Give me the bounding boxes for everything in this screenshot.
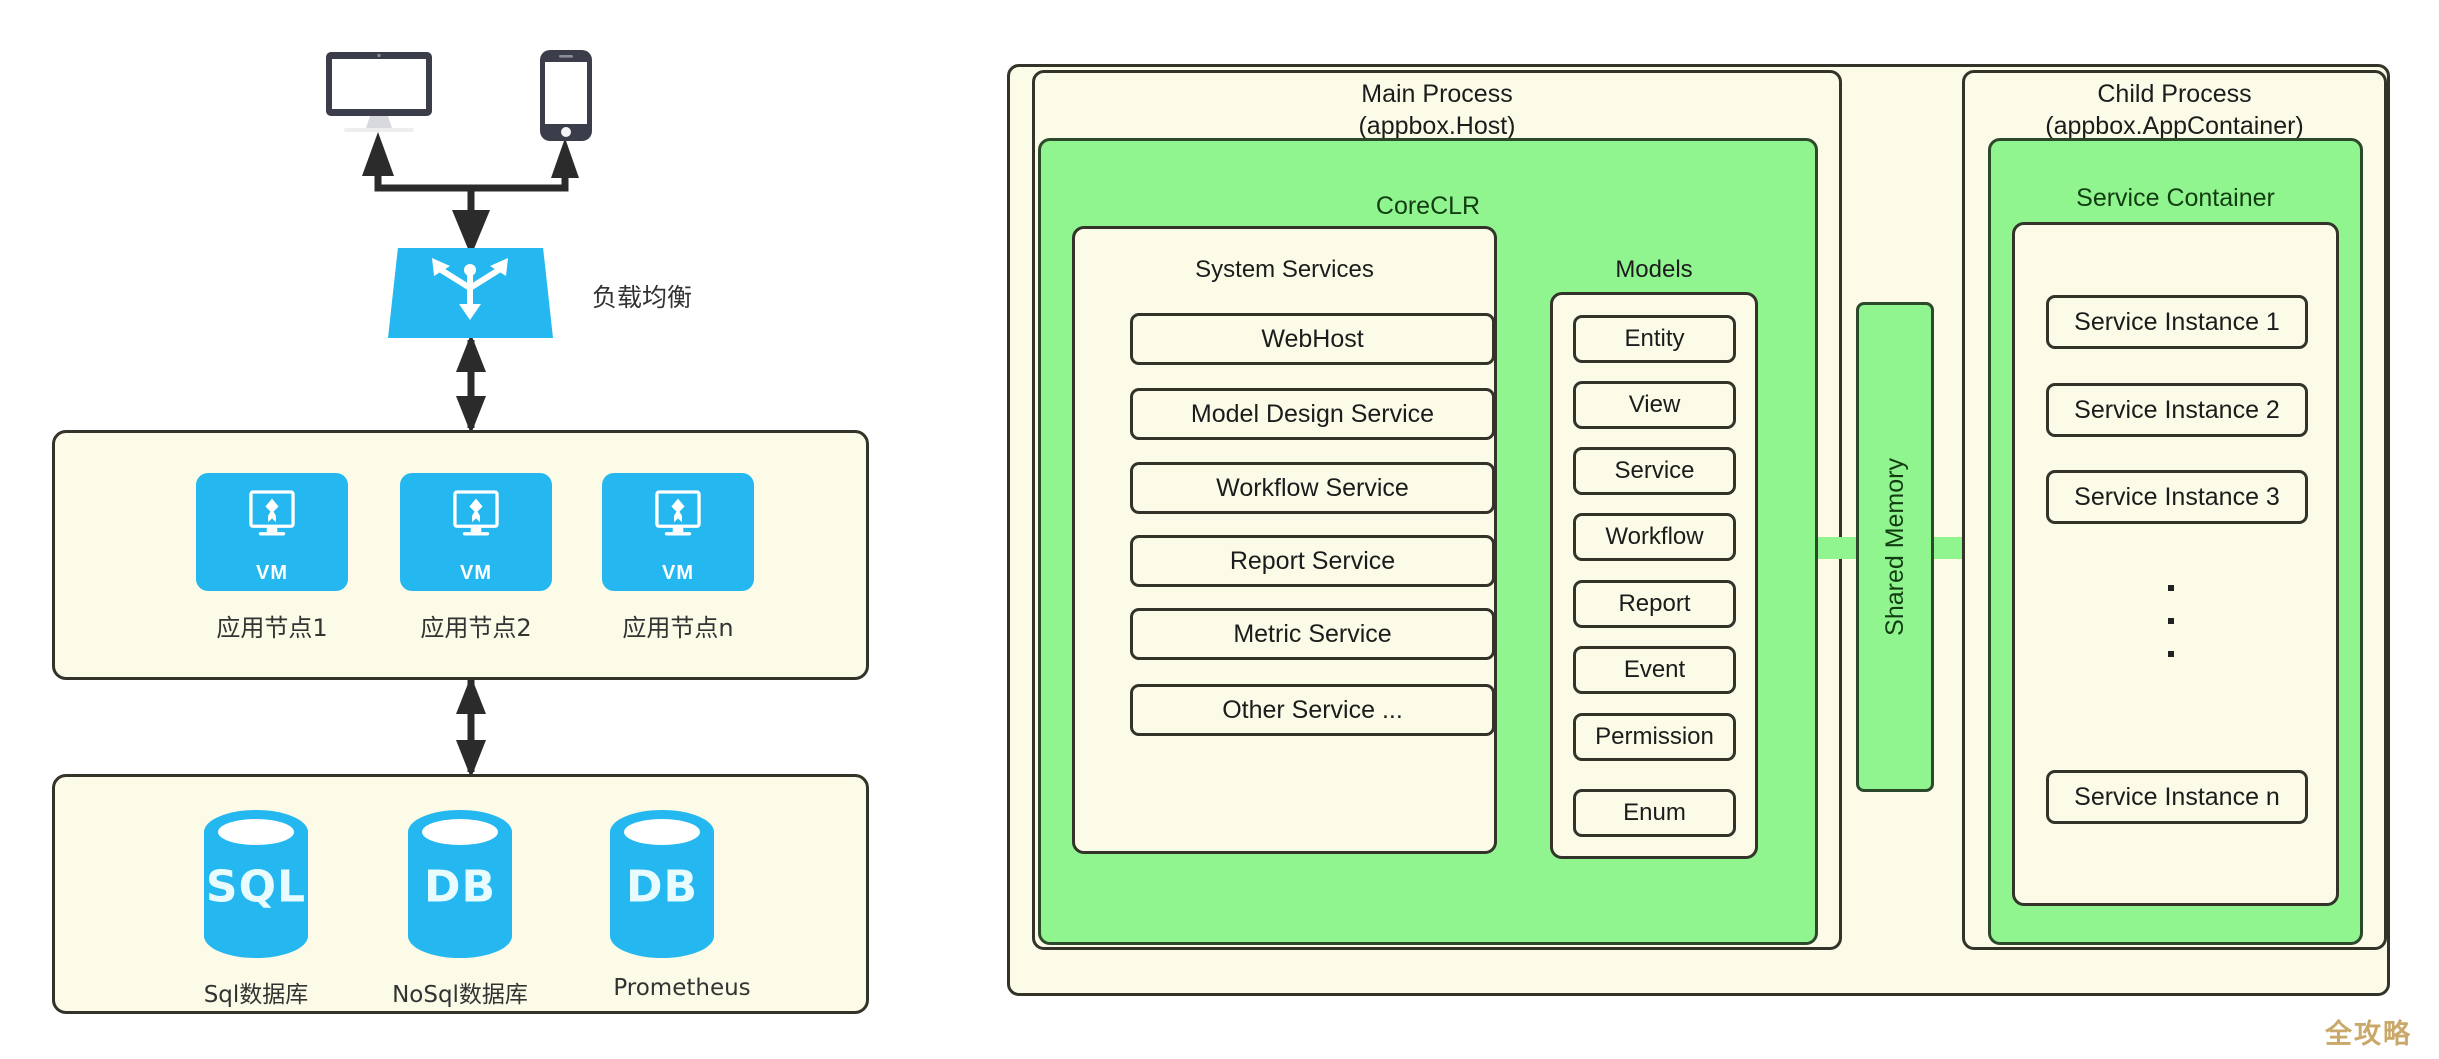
app-node-tile-3: VM <box>602 473 754 591</box>
app-node-label-1: 应用节点1 <box>216 614 328 642</box>
model-chip-7[interactable]: Enum <box>1573 789 1736 837</box>
database-cylinder-icon-2: DB <box>400 808 520 960</box>
watermark-text: 全攻略 <box>2325 1019 2412 1050</box>
desktop-monitor-icon <box>324 50 434 135</box>
load-balancer-icon <box>388 248 553 338</box>
database-cylinder-icon-1: SQL <box>196 808 316 960</box>
main-process-title-line1: Main Process <box>1361 80 1513 108</box>
load-balancer-label: 负载均衡 <box>592 283 693 312</box>
model-chip-1[interactable]: View <box>1573 381 1736 429</box>
main-process-title-line2: (appbox.Host) <box>1358 112 1516 140</box>
vm-badge-2: VM <box>460 561 492 584</box>
database-label-3: Prometheus <box>613 975 751 1001</box>
app-node-label-3: 应用节点n <box>622 614 734 642</box>
models-title: Models <box>1615 256 1693 283</box>
system-service-chip-2[interactable]: Workflow Service <box>1130 462 1495 514</box>
database-badge-1: SQL <box>205 861 307 913</box>
database-badge-2: DB <box>423 861 497 913</box>
database-badge-3: DB <box>625 861 699 913</box>
service-instance-chip-1[interactable]: Service Instance 2 <box>2046 383 2308 437</box>
database-label-2: NoSql数据库 <box>392 982 528 1008</box>
ellipsis-dot-1 <box>2168 585 2174 591</box>
service-instance-ellipsis-dots <box>2167 585 2175 657</box>
service-instance-chip-n[interactable]: Service Instance n <box>2046 770 2308 824</box>
shared-memory-label: Shared Memory <box>1880 458 1909 636</box>
models-panel <box>1550 292 1758 859</box>
model-chip-2[interactable]: Service <box>1573 447 1736 495</box>
system-service-chip-5[interactable]: Other Service ... <box>1130 684 1495 736</box>
app-node-label-2: 应用节点2 <box>420 614 532 642</box>
system-services-title: System Services <box>1195 256 1374 283</box>
child-process-title-line2: (appbox.AppContainer) <box>2045 112 2304 140</box>
service-instance-chip-0[interactable]: Service Instance 1 <box>2046 295 2308 349</box>
model-chip-5[interactable]: Event <box>1573 646 1736 694</box>
child-process-title-line1: Child Process <box>2097 80 2252 108</box>
app-node-tile-1: VM <box>196 473 348 591</box>
ellipsis-dot-2 <box>2168 618 2174 624</box>
mobile-phone-icon <box>538 48 594 143</box>
service-container-title: Service Container <box>2076 184 2275 212</box>
system-service-chip-3[interactable]: Report Service <box>1130 535 1495 587</box>
model-chip-0[interactable]: Entity <box>1573 315 1736 363</box>
left-connectors <box>362 132 579 778</box>
ellipsis-dot-3 <box>2168 651 2174 657</box>
main-process-title: Main Process (appbox.Host) <box>1032 78 1842 142</box>
vm-badge-1: VM <box>256 561 288 584</box>
model-chip-4[interactable]: Report <box>1573 580 1736 628</box>
database-label-1: Sql数据库 <box>203 982 309 1008</box>
database-cylinder-icon-3: DB <box>602 808 722 960</box>
shared-memory-left-connector <box>1818 537 1858 559</box>
system-service-chip-4[interactable]: Metric Service <box>1130 608 1495 660</box>
service-instance-chip-2[interactable]: Service Instance 3 <box>2046 470 2308 524</box>
vm-badge-3: VM <box>662 561 694 584</box>
child-process-title: Child Process (appbox.AppContainer) <box>1962 78 2387 142</box>
model-chip-6[interactable]: Permission <box>1573 713 1736 761</box>
model-chip-3[interactable]: Workflow <box>1573 513 1736 561</box>
coreclr-title: CoreCLR <box>1375 192 1481 220</box>
system-service-chip-0[interactable]: WebHost <box>1130 313 1495 365</box>
app-node-tile-2: VM <box>400 473 552 591</box>
system-service-chip-1[interactable]: Model Design Service <box>1130 388 1495 440</box>
shared-memory-block: Shared Memory <box>1856 302 1934 792</box>
